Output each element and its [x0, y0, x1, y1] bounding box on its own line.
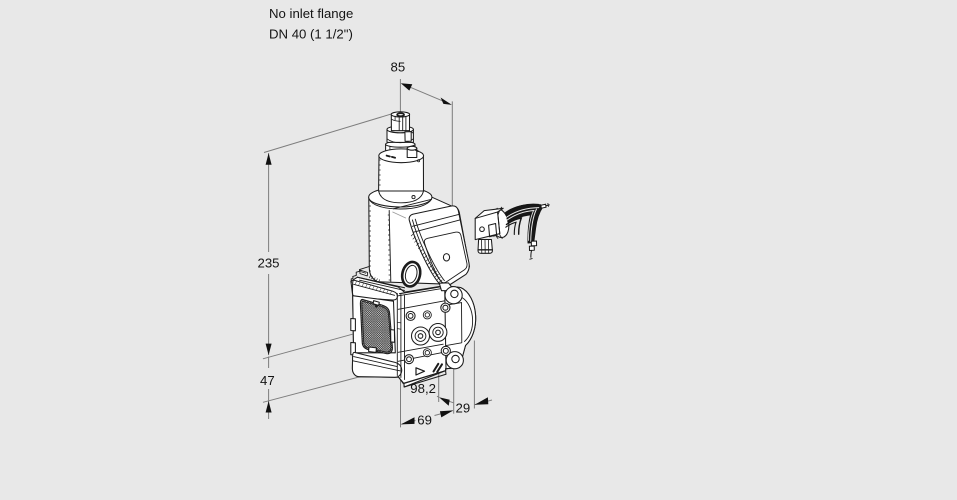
svg-text:DN 40 (1 1/2"): DN 40 (1 1/2") [269, 26, 353, 41]
svg-text:No inlet flange: No inlet flange [269, 6, 353, 21]
svg-text:29: 29 [456, 401, 471, 416]
svg-text:235: 235 [258, 255, 280, 270]
svg-text:69: 69 [417, 412, 432, 427]
svg-text:98,2: 98,2 [410, 381, 436, 396]
svg-text:47: 47 [260, 373, 275, 388]
svg-text:85: 85 [391, 59, 406, 74]
